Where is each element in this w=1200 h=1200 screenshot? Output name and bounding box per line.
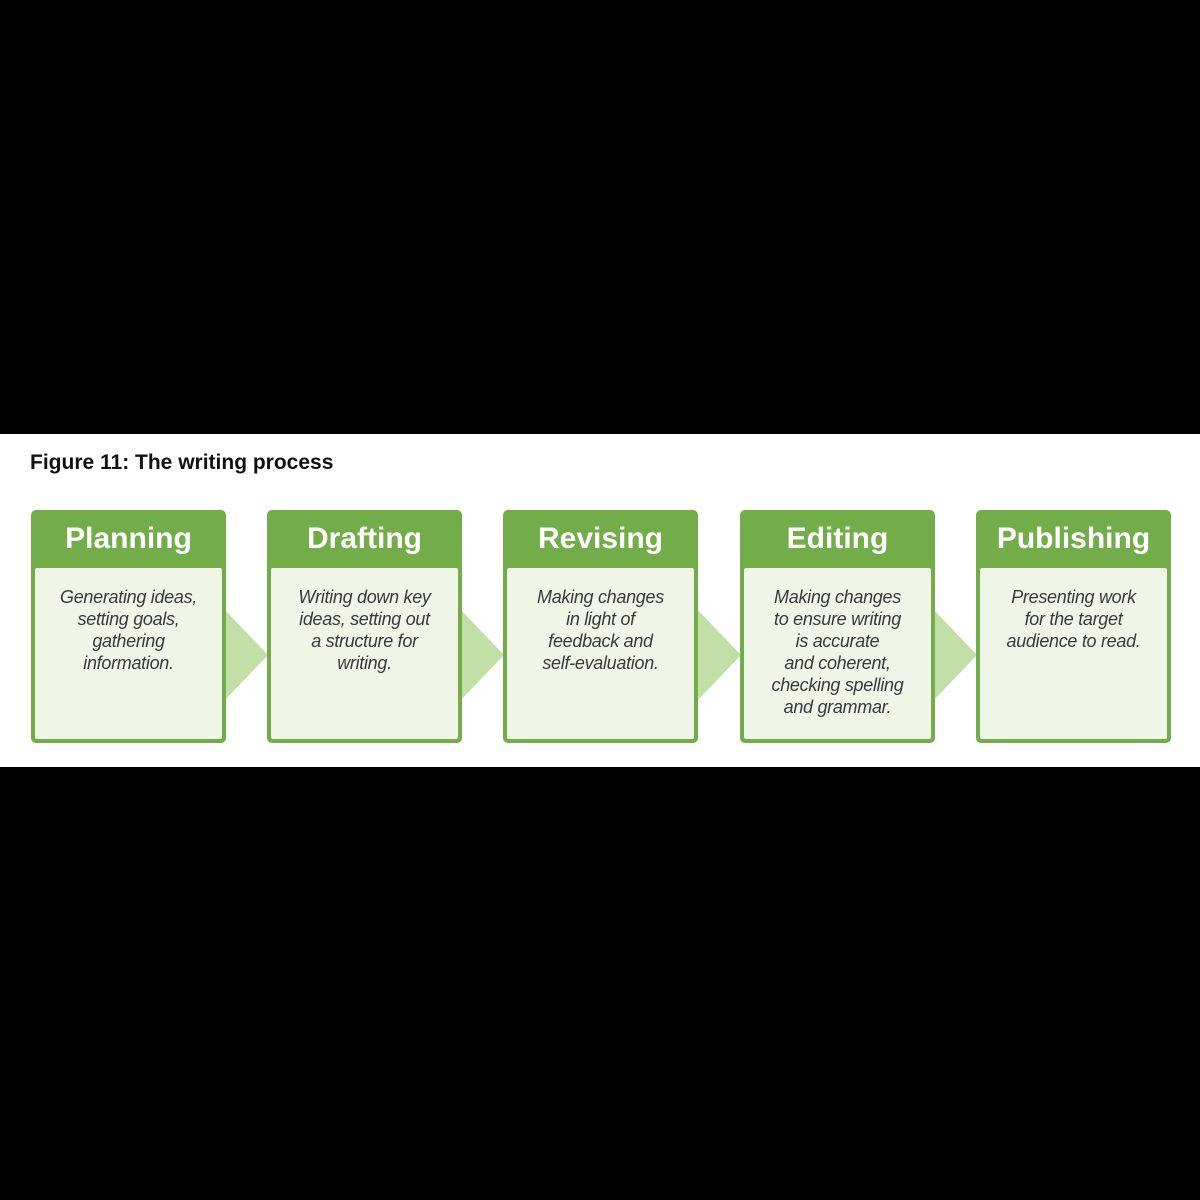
step-description: Writing down key ideas, setting out a st… xyxy=(298,587,431,673)
step-body: Making changes in light of feedback and … xyxy=(507,568,694,739)
step-title: Planning xyxy=(65,522,192,555)
arrow-editing-to-publishing xyxy=(931,607,977,703)
arrow-drafting-to-revising xyxy=(458,607,504,703)
step-revising: Revising Making changes in light of feed… xyxy=(503,510,698,743)
step-publishing: Publishing Presenting work for the targe… xyxy=(976,510,1171,743)
step-drafting: Drafting Writing down key ideas, setting… xyxy=(267,510,462,743)
step-title: Revising xyxy=(537,522,664,555)
step-title: Publishing xyxy=(996,522,1151,555)
step-editing: Editing Making changes to ensure writing… xyxy=(740,510,935,743)
step-body: Presenting work for the target audience … xyxy=(980,568,1167,739)
arrow-revising-to-editing xyxy=(695,607,741,703)
figure-title: Figure 11: The writing process xyxy=(30,451,334,474)
step-description: Generating ideas, setting goals, gatheri… xyxy=(60,587,197,673)
step-title: Editing xyxy=(786,522,889,555)
step-title: Drafting xyxy=(307,522,422,555)
step-description: Presenting work for the target audience … xyxy=(1006,587,1141,651)
step-description: Making changes in light of feedback and … xyxy=(537,587,664,673)
step-body: Making changes to ensure writing is accu… xyxy=(744,568,931,739)
step-body: Generating ideas, setting goals, gatheri… xyxy=(35,568,222,739)
arrow-planning-to-drafting xyxy=(222,607,268,703)
step-planning: Planning Generating ideas, setting goals… xyxy=(31,510,226,743)
step-description: Making changes to ensure writing is accu… xyxy=(771,587,904,717)
step-body: Writing down key ideas, setting out a st… xyxy=(271,568,458,739)
